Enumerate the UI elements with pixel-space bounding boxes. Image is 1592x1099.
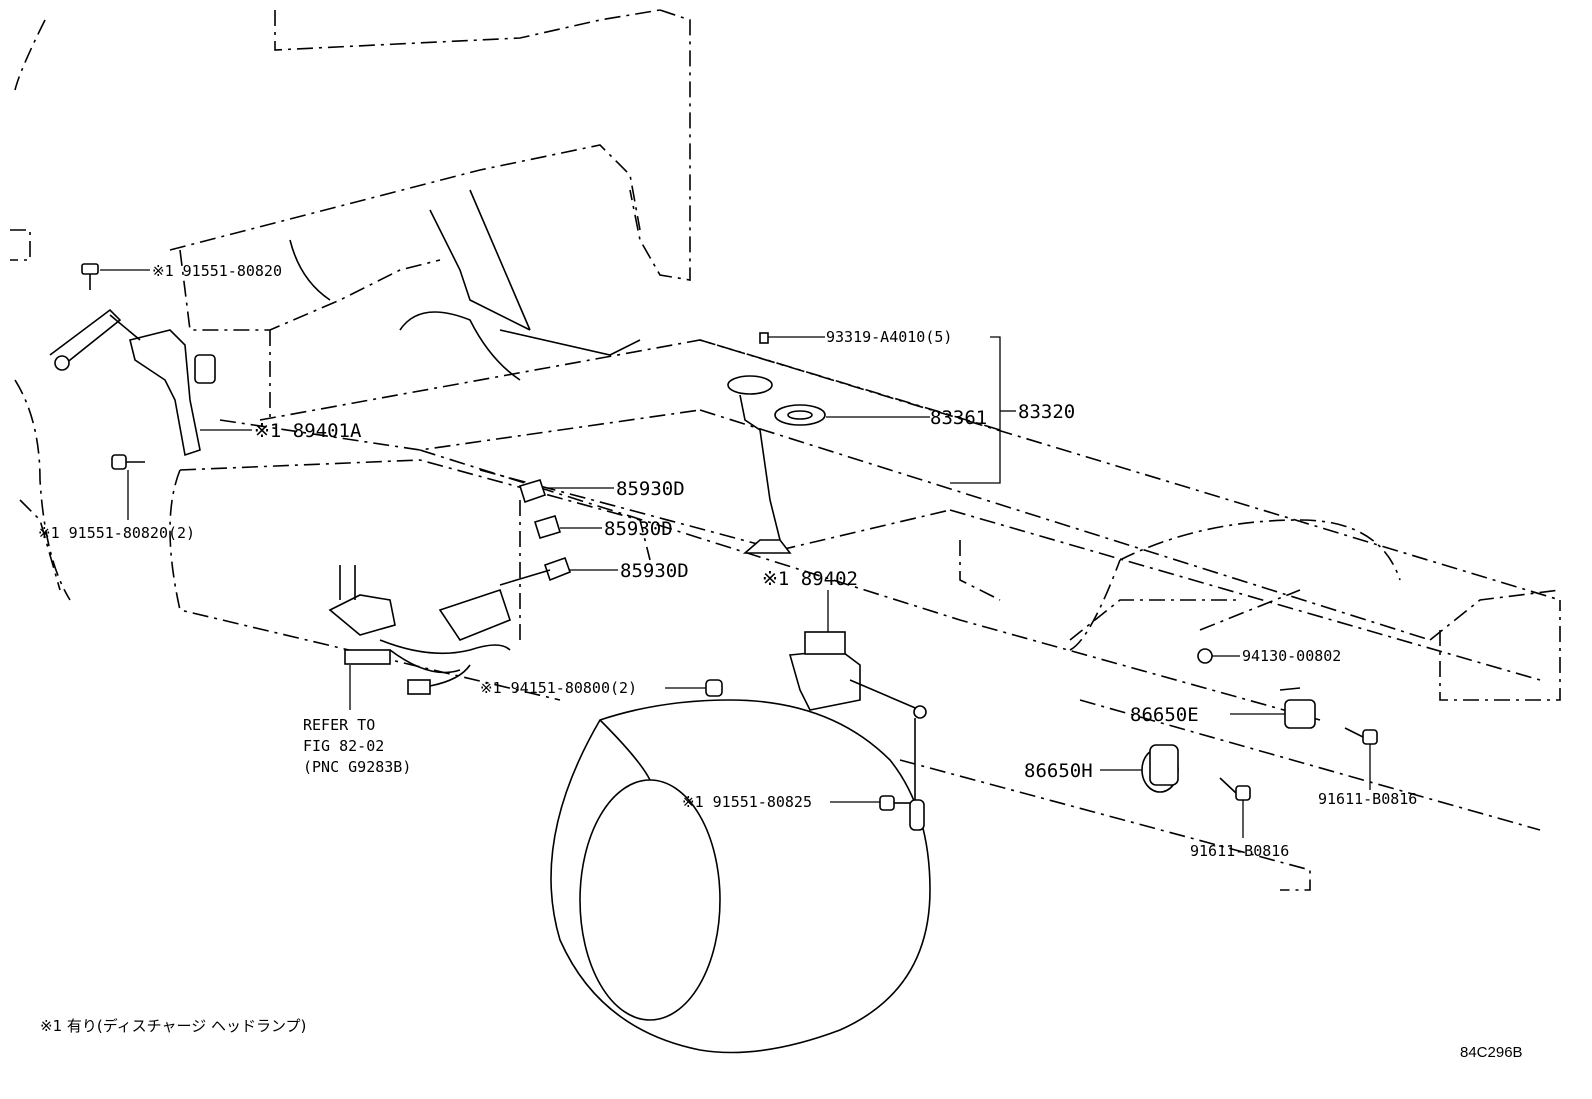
label-bolt-rear-1: 91611-B0816 (1318, 790, 1417, 808)
label-bolt-top-left: ※1 91551-80820 (152, 262, 282, 280)
bolt-icon-front-lower (111, 454, 145, 470)
horn-h (1141, 744, 1179, 793)
clip-icon-1 (518, 479, 547, 504)
label-horn-e: 86650E (1130, 704, 1199, 726)
footnote: ※1 有り(ディスチャージ ヘッドランプ) (40, 1017, 306, 1035)
label-nut-front-2: ※1 94151-80800(2) (480, 679, 637, 697)
label-clip-3: 85930D (620, 560, 689, 582)
label-nut-rear: 94130-00802 (1242, 647, 1341, 665)
front-height-sensor (49, 308, 216, 457)
refer-note-line3: (PNC G9283B) (303, 758, 411, 776)
bolt-icon-front-top (81, 263, 99, 290)
label-clip-2: 85930D (604, 518, 673, 540)
refer-note-line2: FIG 82-02 (303, 737, 384, 755)
bolt-icon-rear-2 (1219, 777, 1251, 801)
refer-note-line1: REFER TO (303, 716, 375, 734)
wire-harness (328, 565, 551, 695)
label-bolt-front-2: ※1 91551-80820(2) (38, 524, 195, 542)
label-screw-top: 93319-A4010(5) (826, 328, 952, 346)
rear-height-sensor (788, 631, 927, 831)
rear-wheel (550, 699, 931, 1054)
label-sensor-front: ※1 89401A (254, 420, 362, 442)
label-sensor-rear: ※1 89402 (762, 568, 858, 590)
label-bolt-rear-2: 91611-B0816 (1190, 842, 1289, 860)
label-gauge-assy: 83320 (1018, 401, 1075, 423)
clip-icon-3 (543, 556, 572, 582)
illustration-code: 84C296B (1460, 1044, 1523, 1061)
label-gasket: 83361 (930, 407, 987, 429)
cab-outline (10, 9, 691, 601)
fuel-sender (727, 332, 826, 554)
horn-e (1279, 687, 1316, 729)
leader-lines (100, 269, 1371, 838)
bolt-icon-rear-sensor (879, 795, 910, 811)
label-horn-h: 86650H (1024, 760, 1093, 782)
nut-icon-rear (1197, 648, 1213, 664)
rear-wheel-far (1069, 519, 1401, 651)
label-clip-1: 85930D (616, 478, 685, 500)
bolt-icon-rear-1 (1344, 727, 1378, 745)
clip-icon-2 (533, 515, 562, 539)
label-bolt-rear-sensor: ※1 91551-80825 (682, 793, 812, 811)
cab-rear-panel (289, 189, 641, 381)
chassis-frame (219, 339, 1561, 891)
nut-icon-front-2 (705, 679, 723, 697)
